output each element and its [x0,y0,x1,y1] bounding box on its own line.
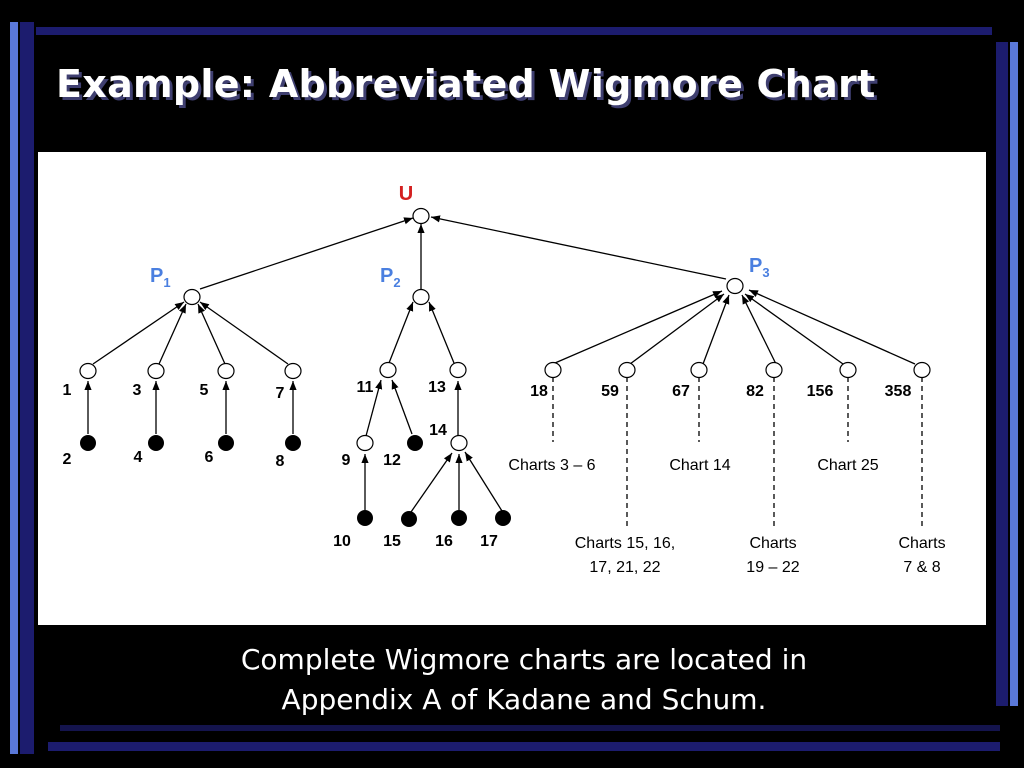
dashed-links [552,377,923,527]
num-1: 1 [63,382,72,399]
node-59 [618,361,636,379]
num-14: 14 [429,422,447,439]
node-15 [401,511,417,527]
num-156: 156 [807,383,834,400]
num-5: 5 [200,382,209,399]
ref-156: Chart 25 [817,457,878,474]
ref-67: Chart 14 [669,457,730,474]
caption-line-1: Complete Wigmore charts are located in [240,643,808,676]
node-7 [284,362,302,380]
ref-82-line2: 19 – 22 [746,559,799,576]
node-5 [217,362,235,380]
node-13 [449,361,467,379]
ref-82-line1: Charts [749,535,796,552]
node-p1 [183,288,201,306]
node-2 [80,435,96,451]
label-p3: P3 [749,255,770,280]
num-3: 3 [133,382,142,399]
node-9 [356,434,374,452]
ref-59-line2: 17, 21, 22 [589,559,660,576]
ref-358-line1: Charts [898,535,945,552]
node-18 [544,361,562,379]
chart-references: Charts 3 – 6 Chart 14 Chart 25 Charts 15… [508,457,945,576]
node-3 [147,362,165,380]
num-10: 10 [333,533,351,550]
ref-59-line1: Charts 15, 16, [575,535,676,552]
num-67: 67 [672,383,690,400]
num-2: 2 [63,451,72,468]
label-p2: P2 [380,265,401,290]
node-14 [450,434,468,452]
node-12 [407,435,423,451]
num-12: 12 [383,452,401,469]
node-82 [765,361,783,379]
filled-nodes [80,435,511,527]
ref-358-line2: 7 & 8 [903,559,940,576]
frame-bar-bottom-light [60,725,1000,731]
num-8: 8 [276,453,285,470]
wigmore-chart: U P1 P2 P3 1 3 5 7 2 4 6 8 11 13 14 9 12… [63,183,946,576]
slide-caption: Complete Wigmore charts are located in A… [40,640,1008,720]
node-6 [218,435,234,451]
node-358 [913,361,931,379]
frame-bar-top [36,27,992,35]
node-11 [379,361,397,379]
diagram-panel: U P1 P2 P3 1 3 5 7 2 4 6 8 11 13 14 9 12… [38,152,986,625]
edges [84,215,916,513]
node-4 [148,435,164,451]
node-17 [495,510,511,526]
frame-bar-bottom [48,742,1000,751]
num-17: 17 [480,533,498,550]
num-9: 9 [342,452,351,469]
node-10 [357,510,373,526]
node-labels: 1 3 5 7 2 4 6 8 11 13 14 9 12 10 15 16 1… [63,379,912,550]
node-p3 [726,277,744,295]
frame-bar-right-dark [996,42,1008,706]
slide-title: Example: Abbreviated Wigmore Chart [56,62,876,106]
node-156 [839,361,857,379]
num-13: 13 [428,379,446,396]
num-16: 16 [435,533,453,550]
frame-bar-right-light [1010,42,1018,706]
label-p1: P1 [150,265,171,290]
num-4: 4 [134,449,143,466]
num-59: 59 [601,383,619,400]
ref-18: Charts 3 – 6 [508,457,595,474]
num-358: 358 [885,383,912,400]
node-1 [79,362,97,380]
caption-line-2: Appendix A of Kadane and Schum. [281,683,767,716]
frame-bar-left-light [10,22,18,754]
num-15: 15 [383,533,401,550]
num-82: 82 [746,383,764,400]
node-p2 [412,288,430,306]
node-16 [451,510,467,526]
num-6: 6 [205,449,214,466]
node-u [412,207,430,225]
open-nodes [79,207,931,452]
node-67 [690,361,708,379]
label-u: U [399,183,413,205]
frame-bar-left-dark [20,22,34,754]
num-11: 11 [357,379,374,396]
node-8 [285,435,301,451]
num-18: 18 [530,383,548,400]
num-7: 7 [276,385,285,402]
